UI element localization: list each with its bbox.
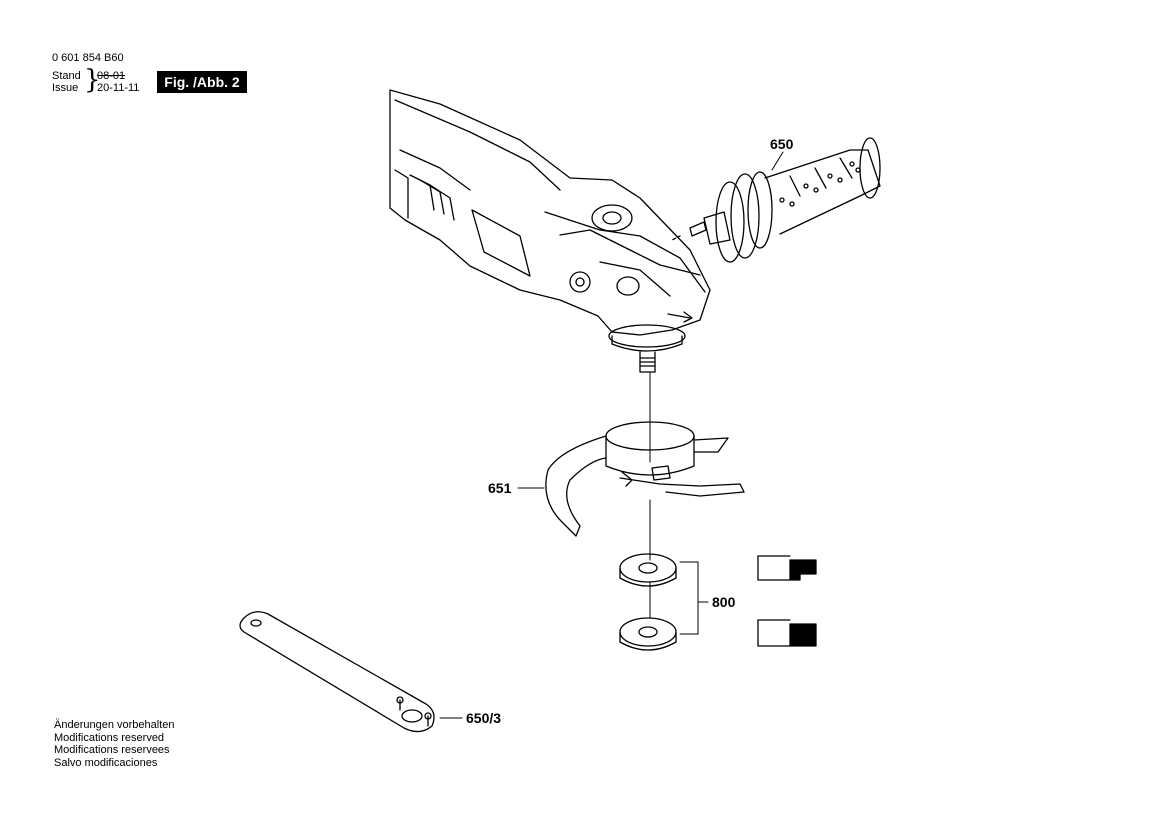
figure-badge: Fig. /Abb. 2 [157, 71, 247, 93]
spanner [239, 611, 435, 733]
note-es: Salvo modificaciones [54, 756, 158, 769]
callout-spanner: 650/3 [466, 710, 502, 726]
document-number: 0 601 854 B60 [52, 52, 124, 64]
issue-label: Issue [52, 82, 79, 94]
brace-symbol: } [84, 65, 101, 95]
header-dates: 08-01 20-11-11 [97, 70, 139, 94]
stand-date: 08-01 [97, 70, 126, 82]
spindle [608, 324, 686, 373]
note-en: Modifications reserved [54, 731, 165, 744]
note-de: Änderungen vorbehalten [54, 719, 175, 731]
callout-protective-guard: 651 [488, 480, 512, 496]
protective-guard [545, 421, 745, 537]
side-handle [671, 137, 881, 263]
header-labels: Stand Issue [52, 70, 81, 94]
flange-set [619, 553, 677, 651]
grinder-body [389, 89, 711, 336]
flange-section-symbols [757, 555, 817, 647]
leader-lines [439, 151, 784, 719]
callout-side-handle: 650 [770, 136, 794, 152]
callout-flange-set: 800 [712, 594, 736, 610]
issue-date: 20-11-11 [97, 82, 140, 94]
stand-label: Stand [52, 70, 81, 82]
note-fr: Modifications reservees [54, 744, 170, 756]
modification-notes: Änderungen vorbehalten Modifications res… [54, 719, 174, 769]
